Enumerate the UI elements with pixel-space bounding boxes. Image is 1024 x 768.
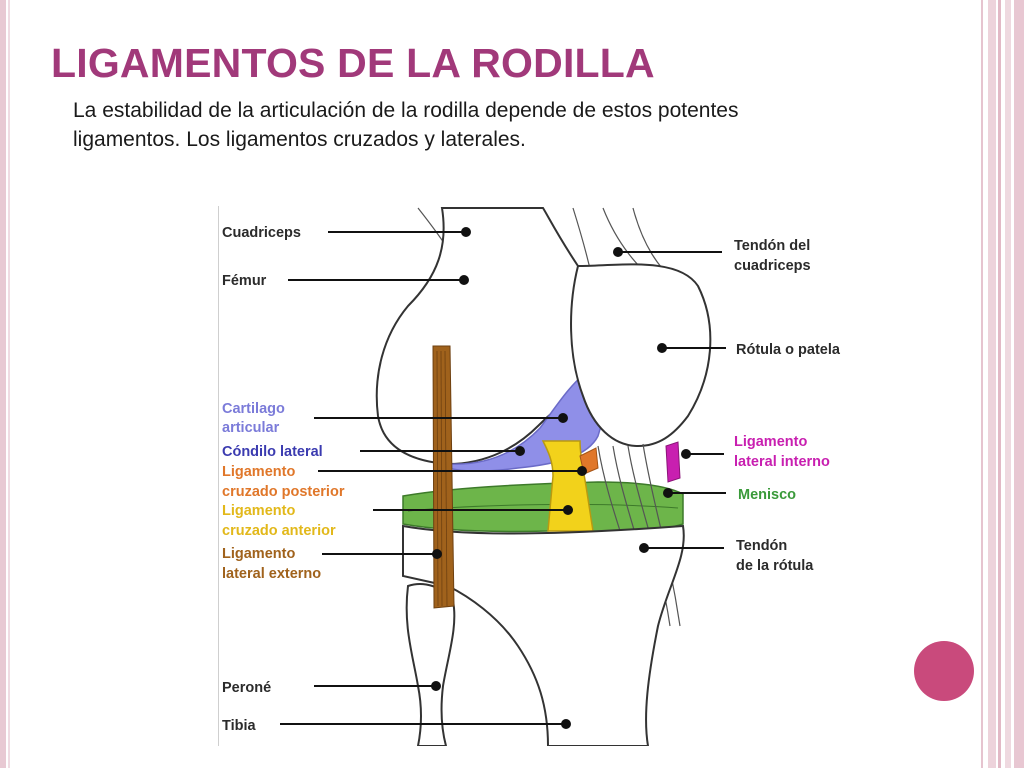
labels-left: Cuadriceps Fémur Cartilago articular Cón… <box>222 225 345 734</box>
left-frame-line <box>8 0 10 768</box>
label-tibia: Tibia <box>222 718 257 734</box>
right-frame-bar <box>1014 0 1024 768</box>
label-ligamento-lateral-externo: Ligamento lateral externo <box>222 546 321 582</box>
label-femur: Fémur <box>222 273 267 289</box>
medial-collateral-ligament <box>665 441 681 483</box>
knee-ligaments-diagram: Cuadriceps Fémur Cartilago articular Cón… <box>218 206 898 746</box>
label-rotula: Rótula o patela <box>736 342 841 358</box>
label-perone: Peroné <box>222 680 271 696</box>
label-ligamento-cruzado-anterior: Ligamento cruzado anterior <box>222 503 336 539</box>
right-frame-line <box>981 0 983 768</box>
decorative-circle <box>914 641 974 701</box>
labels-right: Tendón del cuadriceps Rótula o patela Li… <box>734 238 841 574</box>
label-cartilago: Cartilago articular <box>222 401 289 436</box>
label-cuadriceps: Cuadriceps <box>222 225 301 241</box>
right-frame-line <box>998 0 1001 768</box>
label-tendon-rotula: Tendón de la rótula <box>736 538 814 574</box>
label-ligamento-cruzado-posterior: Ligamento cruzado posterior <box>222 464 345 500</box>
patella <box>570 263 712 448</box>
label-condilo-lateral: Cóndilo lateral <box>222 444 323 460</box>
lateral-collateral-ligament <box>432 345 455 609</box>
meniscus <box>402 481 684 534</box>
label-menisco: Menisco <box>738 487 796 503</box>
left-frame-bar <box>0 0 6 768</box>
label-ligamento-lateral-interno: Ligamento lateral interno <box>734 434 830 470</box>
right-frame-bar <box>1005 0 1011 768</box>
slide-title: LIGAMENTOS DE LA RODILLA <box>51 40 655 86</box>
tibia-bone <box>402 524 685 746</box>
slide-subtitle: La estabilidad de la articulación de la … <box>73 99 739 151</box>
right-frame-bar <box>988 0 996 768</box>
label-tendon-cuadriceps: Tendón del cuadriceps <box>734 238 814 274</box>
